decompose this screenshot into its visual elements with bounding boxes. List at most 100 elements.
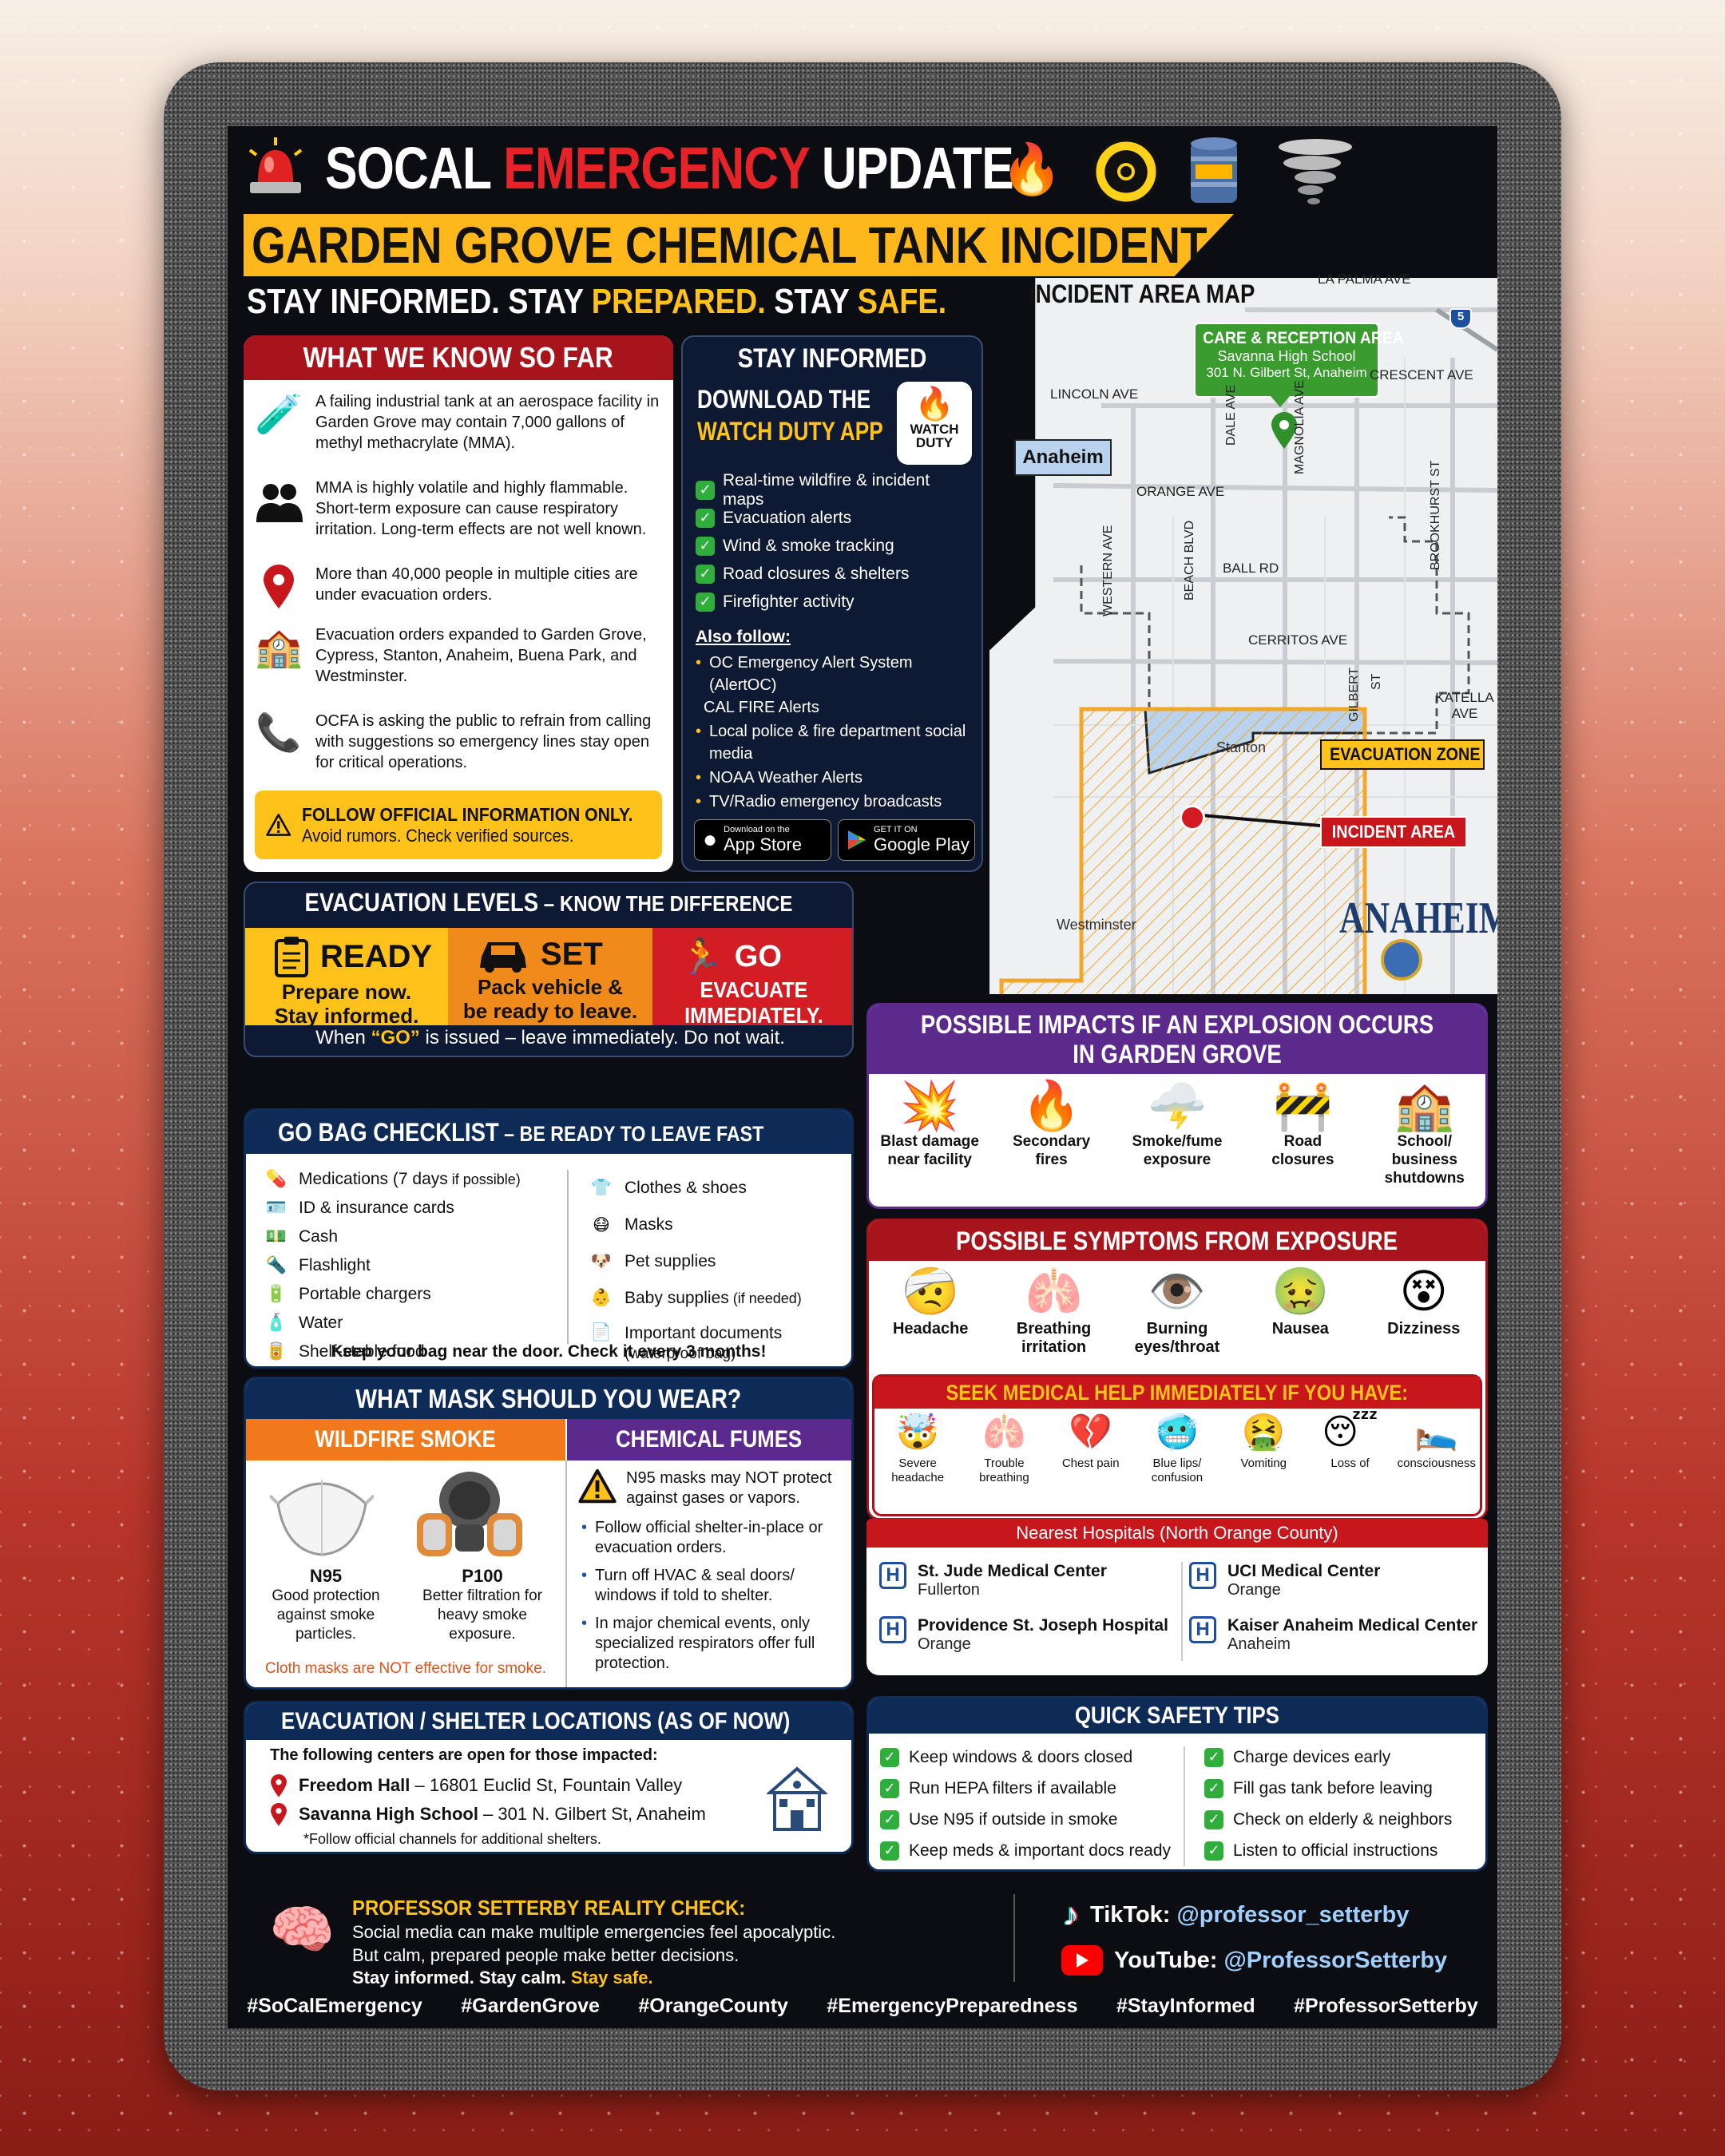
road-label: DALE AVE: [1224, 384, 1238, 446]
road-label: GILBERT: [1347, 667, 1361, 722]
check-icon: ✓: [1204, 1747, 1223, 1767]
tagline: STAY INFORMED. STAY PREPARED. STAY SAFE.: [247, 282, 947, 321]
check-icon: ✓: [696, 592, 715, 612]
water-bottle-icon: 🧴: [265, 1314, 288, 1332]
what-we-know-card: WHAT WE KNOW SO FAR 🧪A failing industria…: [244, 335, 673, 872]
hashtag[interactable]: #ProfessorSetterby: [1294, 1995, 1478, 2017]
symptom-dizziness: 😵Dizziness: [1372, 1269, 1476, 1357]
anaheim-city-logo: ANAHEIM: [1322, 893, 1497, 981]
unconscious-icon: 🛌: [1414, 1413, 1459, 1452]
dizzy-icon: 😵: [1399, 1266, 1448, 1318]
pet-icon: 🐶: [590, 1252, 613, 1270]
blue-person-icon: 🥶: [1155, 1413, 1200, 1452]
checklist-item: 🧴Water: [265, 1309, 569, 1338]
tiktok-icon: ♪: [1063, 1897, 1079, 1932]
youtube-icon: [1061, 1945, 1103, 1976]
location-pin-icon: [255, 564, 303, 624]
headache-icon: 🤯: [895, 1413, 940, 1452]
location-pin-icon: [271, 1802, 287, 1826]
checklist-item: 👕Clothes & shoes: [590, 1179, 747, 1197]
wildfire-smoke-header: WILDFIRE SMOKE: [315, 1426, 497, 1453]
incident-title: GARDEN GROVE CHEMICAL TANK INCIDENT: [252, 216, 1208, 274]
building-icon: 🏫: [255, 627, 303, 669]
divider: [1181, 1562, 1183, 1661]
hashtag[interactable]: #StayInformed: [1116, 1995, 1255, 2017]
map-streets: [999, 307, 1497, 994]
hashtag[interactable]: #SoCalEmergency: [247, 1995, 422, 2017]
fact-item: More than 40,000 people in multiple citi…: [255, 564, 665, 624]
school-building-icon: 🏫: [1394, 1079, 1455, 1132]
phone-icon: 📞: [256, 711, 302, 753]
fact-item: 🏫Evacuation orders expanded to Garden Gr…: [255, 624, 665, 711]
flask-icon: 🧪: [255, 394, 303, 436]
barrel-icon: [1186, 136, 1242, 212]
tips-right: ✓Charge devices early ✓Fill gas tank bef…: [1204, 1742, 1452, 1866]
tip-item: ✓Keep meds & important docs ready: [880, 1835, 1171, 1866]
flashlight-icon: 🔦: [265, 1256, 288, 1274]
fact-item: MMA is highly volatile and highly flamma…: [255, 478, 665, 564]
collapsed-person-icon: 😴: [1322, 1413, 1378, 1452]
feature-item: ✓Real-time wildfire & incident maps: [696, 471, 975, 509]
symptom-breathing: 🫁Breathing irritation: [1002, 1269, 1106, 1357]
check-icon: ✓: [696, 480, 715, 500]
divider: [567, 1170, 569, 1344]
checklist-item: 💵Cash: [265, 1223, 569, 1251]
shelter-note: *Follow official channels for additional…: [303, 1831, 601, 1847]
cash-icon: 💵: [265, 1227, 288, 1246]
feature-item: ✓Evacuation alerts: [696, 504, 975, 532]
symptoms-card: POSSIBLE SYMPTOMS FROM EXPOSURE 🤕Headach…: [866, 1219, 1488, 1520]
impact-blast: 💥Blast damage near facility: [878, 1082, 981, 1187]
fire-icon: 🔥: [1001, 142, 1063, 197]
care-location-pin-icon: [1271, 412, 1298, 453]
checklist-item: 😷Masks: [589, 1207, 845, 1243]
checklist-item: 🔋Portable chargers: [265, 1280, 569, 1309]
cloth-mask-warning: Cloth masks are NOT effective for smoke.: [265, 1660, 546, 1677]
hospital-icon: H: [879, 1616, 906, 1643]
city-label-stanton: Stanton: [1216, 739, 1267, 755]
road-label: LINCOLN AVE: [1050, 386, 1139, 402]
incident-marker: [1180, 805, 1205, 830]
go-bag-title: GO BAG CHECKLIST – BE READY TO LEAVE FAS…: [246, 1111, 851, 1154]
checklist-item: 📄Important documents(waterproof bag): [590, 1323, 783, 1363]
road-label: LA PALMA AVE: [1318, 271, 1411, 287]
youtube-link[interactable]: YouTube: @ProfessorSetterby: [1061, 1945, 1447, 1976]
road-label: CRESCENT AVE: [1370, 367, 1473, 382]
hospital-icon: H: [1189, 1562, 1216, 1589]
location-pin-icon: [271, 1774, 287, 1797]
check-icon: ✓: [880, 1747, 899, 1767]
mask-icon: 😷: [593, 1215, 610, 1235]
divider: [1013, 1894, 1015, 1982]
id-card-icon: 🪪: [265, 1199, 288, 1217]
divider: [565, 1460, 567, 1687]
check-icon: ✓: [880, 1809, 899, 1829]
check-icon: ✓: [880, 1841, 899, 1861]
road-label: BROOKHURST ST: [1429, 460, 1442, 571]
hashtags: #SoCalEmergency #GardenGrove #OrangeCoun…: [228, 1995, 1497, 2018]
watch-duty-app-icon[interactable]: 🔥WATCH DUTY: [897, 382, 972, 465]
tip-item: ✓Charge devices early: [1204, 1742, 1452, 1773]
checklist-item: 🪪ID & insurance cards: [265, 1194, 569, 1223]
quick-tips-title: QUICK SAFETY TIPS: [1074, 1702, 1280, 1729]
urgent-symptom: 🤮Vomiting: [1222, 1415, 1305, 1485]
hashtag[interactable]: #GardenGrove: [461, 1995, 600, 2017]
tiktok-link[interactable]: ♪TikTok: @professor_setterby: [1063, 1897, 1410, 1932]
hashtag[interactable]: #EmergencyPreparedness: [827, 1995, 1078, 2017]
official-info-warning: FOLLOW OFFICIAL INFORMATION ONLY.Avoid r…: [255, 791, 662, 859]
play-icon: [848, 830, 866, 850]
road-label: BALL RD: [1223, 561, 1279, 576]
hashtag[interactable]: #OrangeCounty: [638, 1995, 788, 2017]
incident-area-label: INCIDENT AREA: [1320, 816, 1467, 848]
car-icon: [480, 942, 526, 973]
tip-item: ✓Listen to official instructions: [1204, 1835, 1452, 1866]
anaheim-label: Anaheim: [1014, 439, 1112, 476]
evacuation-levels-title: EVACUATION LEVELS – KNOW THE DIFFERENCE: [304, 888, 793, 917]
head-icon: 🤕: [902, 1266, 960, 1318]
clipboard-icon: [275, 937, 308, 977]
stay-informed-card: STAY INFORMED DOWNLOAD THE WATCH DUTY AP…: [681, 335, 983, 872]
check-icon: ✓: [1204, 1841, 1223, 1861]
